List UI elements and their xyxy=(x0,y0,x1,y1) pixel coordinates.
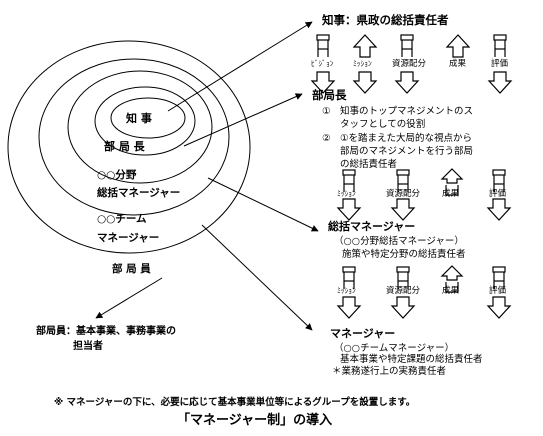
bukyokucho-icon-label-evaluation: 評価 xyxy=(489,188,507,199)
arrow-to-bukyokuin-note xyxy=(95,277,163,319)
sokatsu-sub1: （○○分野総括マネージャー） xyxy=(334,235,464,247)
label-bunya-2: 総括マネージャー xyxy=(97,186,180,199)
arrow-to-bukyokucho xyxy=(183,93,303,147)
mission-down-arrow-icon xyxy=(353,71,377,94)
evaluation-chair-icon xyxy=(493,34,507,58)
arrow-to-sokatsu xyxy=(207,177,319,232)
bukyokucho-icons xyxy=(337,168,511,221)
sokatsu-icon-label-result: 成果 xyxy=(442,285,460,296)
bukyokucho-item1-line1: 知事のトップマネジメントのス xyxy=(340,105,473,117)
bukyokucho-item1-num: ① xyxy=(322,106,331,117)
ellipse-bukyokucho xyxy=(94,86,196,156)
bukyokucho-item2-line3: の総括責任者 xyxy=(340,158,397,170)
chiji-icon-label-result: 成果 xyxy=(449,58,467,69)
label-bukyokucho: 部 局 長 xyxy=(104,139,146,153)
chiji-icon-label-vision: ﾋﾞｼﾞｮﾝ xyxy=(311,59,334,68)
bukyokuin-note-line1: 部局員：基本事業、事務事業の xyxy=(36,324,176,337)
sokatsu-title: 総括マネージャー xyxy=(328,219,415,233)
label-chiji: 知 事 xyxy=(125,111,152,125)
ellipse-bunya-manager xyxy=(67,70,213,184)
bukyokucho-icon-label-mission: ﾐｯｼｮﾝ xyxy=(337,189,356,198)
bukyokucho-icon-label-result: 成果 xyxy=(442,188,460,199)
mission-down-arrow-icon xyxy=(337,296,361,319)
bukyokucho-item1-line2: タッフとしての役割 xyxy=(340,118,425,130)
manager-sub2: 基本事業や特定課題の総括責任者 xyxy=(340,353,483,365)
vision-chair-icon xyxy=(316,34,330,58)
sokatsu-icon-label-mission: ﾐｯｼｮﾝ xyxy=(337,286,356,295)
ellipse-team-manager xyxy=(38,58,230,216)
ellipse-chiji xyxy=(110,97,186,139)
chiji-title: 知事：県政の総括責任者 xyxy=(321,13,449,27)
chiji-icon-label-resource: 資源配分 xyxy=(392,58,427,69)
sokatsu-icons xyxy=(337,265,511,319)
resource-down-arrow-icon xyxy=(395,71,419,94)
chiji-icon-label-mission: ﾐｯｼｮﾝ xyxy=(353,59,372,68)
sokatsu-icon-label-evaluation: 評価 xyxy=(489,285,507,296)
bukyokucho-item2-line2: 部局のマネジメントを行う部局 xyxy=(340,145,473,157)
evaluation-down-arrow-icon xyxy=(487,198,511,221)
manager-sub1: （○○チームマネージャー） xyxy=(334,342,454,354)
footer-note: ※ マネージャーの下に、必要に応じて基本事業単位等によるグループを設置します。 xyxy=(54,396,415,408)
bukyokucho-item2-num: ② xyxy=(322,133,331,144)
label-bunya-1: ○○分野 xyxy=(97,168,137,181)
resource-chair-icon xyxy=(400,34,414,58)
outer-ellipse-bukyokuin xyxy=(7,40,251,254)
mission-down-arrow-icon xyxy=(337,198,361,221)
arrow-to-chiji xyxy=(167,21,313,112)
resource-down-arrow-icon xyxy=(391,296,415,319)
bukyokucho-title: 部局長 xyxy=(312,88,347,102)
evaluation-down-arrow-icon xyxy=(487,296,511,319)
sokatsu-sub2: 施策や特定分野の総括責任者 xyxy=(342,248,466,260)
diagram-caption: 「マネージャー制」の導入 xyxy=(177,412,332,428)
bukyokucho-icon-label-resource: 資源配分 xyxy=(386,188,421,199)
sokatsu-icon-label-resource: 資源配分 xyxy=(386,285,421,296)
resource-down-arrow-icon xyxy=(391,198,415,221)
manager-title: マネージャー xyxy=(330,327,395,340)
bukyokuin-note-line2: 担当者 xyxy=(73,339,103,352)
arrow-to-manager xyxy=(201,224,313,331)
mission-up-arrow-icon xyxy=(353,34,377,58)
manager-sub3: ＊業務遂行上の実務責任者 xyxy=(332,365,446,377)
label-bukyokuin: 部 局 員 xyxy=(112,262,151,275)
bukyokucho-item2-line1: ①を踏まえた大局的な視点から xyxy=(340,132,472,144)
chiji-icon-label-evaluation: 評価 xyxy=(491,58,509,69)
label-team-1: ○○チーム xyxy=(97,213,147,225)
result-up-arrow-icon xyxy=(446,34,470,58)
evaluation-down-arrow-icon xyxy=(488,71,512,94)
label-team-2: マネージャー xyxy=(97,232,159,244)
